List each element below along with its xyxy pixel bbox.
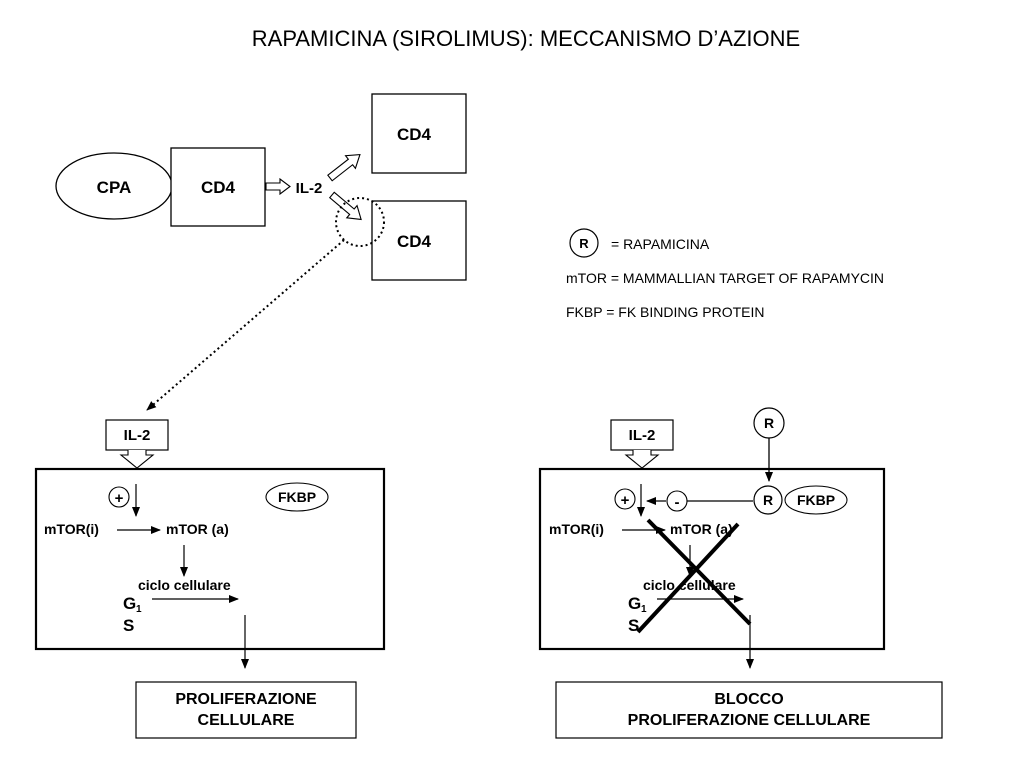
left-result-line1: PROLIFERAZIONE [175,691,317,708]
dotted-arrow [146,239,345,411]
right-result-box [555,681,943,739]
legend-fkbp: FKBP = FK BINDING PROTEIN [566,304,765,320]
il2-top-label: IL-2 [296,180,323,197]
top-section: CPA CD4 IL-2 CD4 CD4 [55,93,467,411]
left-result-box [135,681,357,739]
right-result-line2: PROLIFERAZIONE CELLULARE [628,712,871,729]
page-title: RAPAMICINA (SIROLIMUS): MECCANISMO D’AZI… [252,26,800,51]
dotted-highlight-circle [335,197,385,247]
cd4-upper-box [371,93,467,174]
right-r-top-label: R [764,415,774,431]
cd4-main-label: CD4 [201,178,236,197]
right-panel: IL-2 R + - R FKBP mTOR(i) mTOR (a) ciclo… [538,407,943,739]
block-cross-line-2 [636,522,740,634]
block-cross-line-1 [646,518,752,626]
right-result-line1: BLOCCO [714,691,783,708]
right-r-bound-label: R [763,492,773,508]
right-g-sub: 1 [641,604,647,615]
cd4-lower-box [371,200,467,281]
right-plus-circle [614,488,636,510]
right-cell-box [538,467,886,651]
left-g-label: G [123,594,136,613]
right-il2-down-arrow-icon [624,450,660,469]
right-il2-box [610,419,674,451]
right-plus-label: + [621,492,630,509]
left-mtor-a: mTOR (a) [166,521,229,537]
r-symbol-circle [569,228,599,258]
right-s-label: S [628,616,639,635]
legend-rapamicina: = RAPAMICINA [611,236,710,252]
right-cycle-label: ciclo cellulare [643,577,736,593]
left-mtor-i: mTOR(i) [44,521,99,537]
right-g-label: G [628,594,641,613]
right-fkbp-label: FKBP [797,492,835,508]
right-il2-label: IL-2 [629,427,656,444]
hollow-arrow-up-icon [327,153,361,182]
r-symbol-label: R [579,236,589,251]
cd4-main-box [170,147,266,227]
hollow-arrow-down-icon [328,191,362,221]
cd4-lower-label: CD4 [397,232,432,251]
left-il2-label: IL-2 [124,427,151,444]
cd4-upper-label: CD4 [397,125,432,144]
left-plus-circle [108,486,130,508]
left-fkbp-label: FKBP [278,489,316,505]
cpa-label: CPA [97,178,132,197]
legend: R = RAPAMICINA mTOR = MAMMALLIAN TARGET … [566,228,884,320]
left-fkbp-ellipse [265,482,329,512]
left-s-label: S [123,616,134,635]
left-cell-box [34,467,386,651]
right-minus-label: - [675,494,680,511]
right-r-bound-circle [753,485,783,515]
left-il2-down-arrow-icon [119,450,155,469]
left-il2-box [105,419,169,451]
legend-mtor: mTOR = MAMMALLIAN TARGET OF RAPAMYCIN [566,270,884,286]
right-mtor-i: mTOR(i) [549,521,604,537]
hollow-arrow-icon [265,177,291,196]
left-plus-label: + [115,490,124,507]
left-panel: IL-2 + FKBP mTOR(i) mTOR (a) ciclo cellu… [34,419,386,739]
left-result-line2: CELLULARE [198,712,295,729]
left-g-sub: 1 [136,604,142,615]
left-cycle-label: ciclo cellulare [138,577,231,593]
right-fkbp-ellipse [784,485,848,515]
right-mtor-a: mTOR (a) [670,521,733,537]
